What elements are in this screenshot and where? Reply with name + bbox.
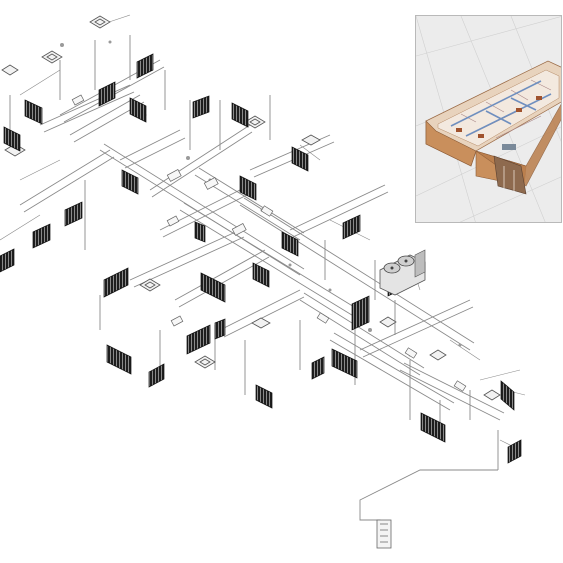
- ceiling-diffuser-icon: [41, 50, 63, 64]
- ceiling-diffuser-icon: [89, 15, 111, 29]
- building-model: [425, 60, 561, 195]
- ceiling-diffuser-icon: [301, 134, 321, 146]
- return-grille-icon: [121, 169, 139, 195]
- return-grille-icon: [342, 214, 361, 240]
- ceiling-diffuser-icon: [194, 355, 216, 369]
- return-grille-icon: [194, 221, 206, 243]
- return-grille-icon: [291, 146, 309, 172]
- return-grille-icon: [148, 363, 165, 388]
- return-grille-icon: [351, 295, 370, 331]
- return-grille-icon: [3, 126, 21, 152]
- return-grilles: [0, 53, 522, 464]
- ceiling-diffuser-icon: [251, 317, 271, 329]
- duct-fittings: [60, 40, 462, 357]
- vav-boxes: [71, 94, 467, 392]
- ceiling-diffuser-icon: [1, 64, 19, 76]
- return-grille-icon: [103, 267, 129, 298]
- return-grille-icon: [255, 384, 273, 409]
- return-grille-icon: [186, 324, 211, 355]
- return-grille-icon: [231, 102, 249, 128]
- building-3d-inset: [415, 15, 562, 223]
- return-grille-icon: [281, 231, 299, 257]
- return-grille-icon: [106, 344, 132, 375]
- return-grille-icon: [0, 248, 15, 273]
- return-grille-icon: [98, 81, 116, 107]
- ceiling-diffuser-icon: [429, 349, 447, 361]
- return-grille-icon: [331, 348, 358, 379]
- return-grille-icon: [239, 175, 257, 201]
- condenser-unit-icon: [379, 249, 426, 296]
- return-grille-icon: [420, 412, 446, 443]
- return-grille-icon: [200, 272, 226, 303]
- return-grille-icon: [136, 53, 154, 79]
- ceiling-diffuser-icon: [139, 278, 161, 292]
- return-grille-icon: [500, 380, 515, 411]
- return-grille-icon: [129, 97, 147, 123]
- return-grille-icon: [192, 95, 210, 119]
- duct-network: [0, 14, 526, 540]
- ceiling-diffusers: [1, 15, 501, 401]
- return-grille-icon: [507, 439, 522, 464]
- ceiling-diffuser-icon: [483, 389, 501, 401]
- return-grille-icon: [64, 201, 83, 227]
- ceiling-diffuser-icon: [244, 115, 266, 129]
- ceiling-diffuser-icon: [379, 316, 397, 328]
- return-grille-icon: [32, 223, 51, 249]
- return-grille-icon: [252, 262, 270, 288]
- air-handler-unit: [376, 519, 392, 549]
- return-grille-icon: [311, 356, 325, 380]
- return-grille-icon: [214, 318, 226, 340]
- return-grille-icon: [24, 99, 43, 125]
